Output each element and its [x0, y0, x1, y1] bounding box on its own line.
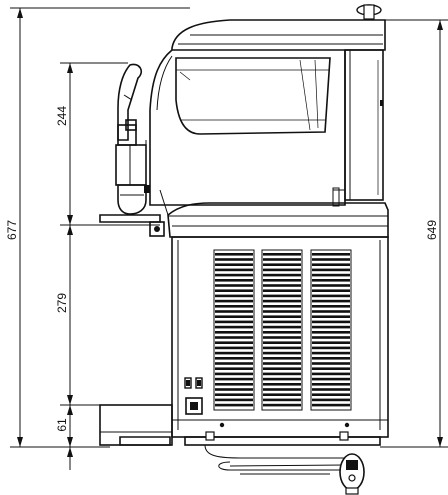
- dimension-lines: [10, 7, 448, 470]
- dimension-middle-section: 279: [55, 293, 69, 313]
- switch-panel: [184, 377, 203, 415]
- top-knob-icon: [356, 4, 382, 20]
- dispensing-tap: [99, 63, 169, 237]
- dimension-upper-section: 244: [55, 106, 69, 126]
- dimension-right-height: 649: [425, 220, 439, 240]
- power-cord: [204, 444, 365, 495]
- vent-grill-left: [213, 249, 255, 411]
- vent-grill-right: [310, 249, 352, 411]
- dimension-total-height: 677: [5, 220, 19, 240]
- machine-outline: [99, 4, 389, 495]
- vent-grill-center: [261, 249, 303, 411]
- dimension-base-section: 61: [55, 418, 69, 432]
